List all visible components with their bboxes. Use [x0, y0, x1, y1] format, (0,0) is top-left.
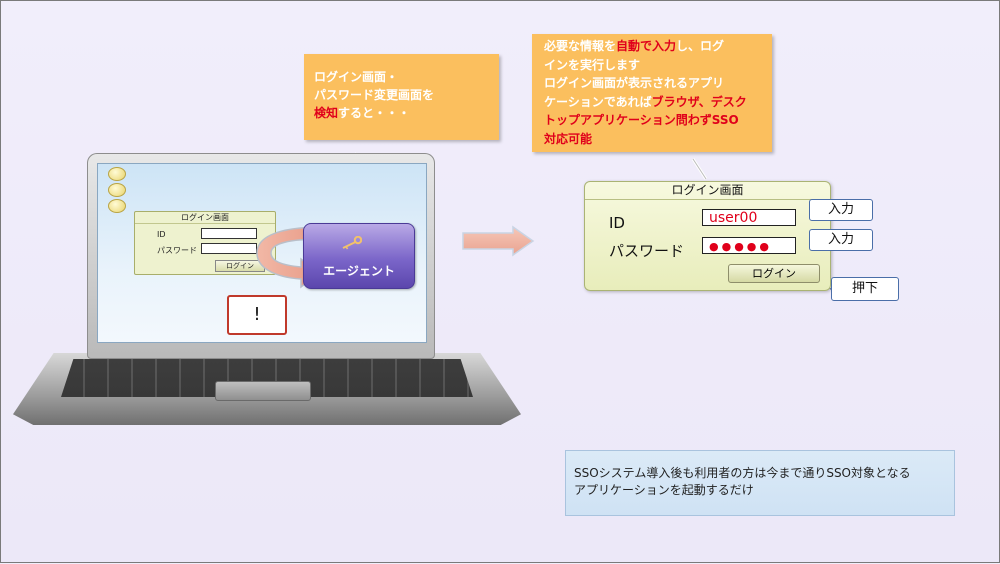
mini-id-label: ID	[157, 230, 166, 239]
laptop-touchpad	[215, 381, 311, 401]
callout-detect-line1: ログイン画面・	[314, 70, 399, 84]
right-arrow-icon	[462, 225, 535, 257]
callout-autofill: 必要な情報を自動で入力し、ログ インを実行します ログイン画面が表示されるアプリ…	[532, 34, 772, 152]
mini-pw-input[interactable]	[201, 243, 257, 254]
connector-autofill-outline	[692, 158, 707, 180]
agent-button[interactable]: エージェント	[303, 223, 415, 289]
tag-input-id: 入力	[809, 199, 873, 221]
id-input[interactable]: user00	[702, 209, 796, 226]
tag-press-login: 押下	[831, 277, 899, 301]
callout-autofill-l4: ケーションであればブラウザ、デスク	[544, 93, 760, 112]
agent-label: エージェント	[323, 264, 395, 278]
window-dot-icon	[108, 167, 126, 181]
key-icon	[342, 236, 362, 250]
callout-detect: ログイン画面・ パスワード変更画面を 検知すると・・・	[304, 54, 499, 140]
callout-autofill-l1-b: し、ログ	[676, 39, 725, 53]
login-window-title: ログイン画面	[585, 182, 830, 200]
note-line1: SSOシステム導入後も利用者の方は今まで通りSSO対象となる	[574, 466, 911, 480]
password-input[interactable]: ●●●●●	[702, 237, 796, 254]
mini-login-window: ログイン画面 ID パスワード ログイン	[134, 211, 276, 275]
mini-id-input[interactable]	[201, 228, 257, 239]
callout-detect-line2: パスワード変更画面を	[314, 88, 435, 102]
callout-autofill-l3: ログイン画面が表示されるアプリ	[544, 76, 725, 90]
id-label: ID	[609, 214, 625, 232]
callout-autofill-l4-em: ブラウザ、デスク	[651, 94, 747, 109]
callout-autofill-l2: インを実行します	[544, 57, 641, 72]
password-label: パスワード	[609, 242, 685, 260]
callout-autofill-l1: 必要な情報を自動で入力し、ログ	[544, 37, 760, 56]
callout-autofill-l1-em: 自動で入力	[616, 39, 677, 53]
login-button[interactable]: ログイン	[728, 264, 820, 283]
callout-detect-line3: 検知すると・・・	[314, 104, 489, 122]
callout-autofill-l4-a: ケーションであれば	[544, 94, 652, 109]
login-window: ログイン画面 ID user00 パスワード ●●●●● ログイン	[584, 181, 831, 291]
callout-detect-emphasis: 検知	[314, 106, 339, 120]
note-line2: アプリケーションを起動するだけ	[574, 483, 754, 497]
mini-login-title: ログイン画面	[135, 212, 275, 224]
callout-detect-rest: すると・・・	[338, 106, 411, 120]
alert-bubble: !	[227, 295, 287, 335]
callout-autofill-l6: 対応可能	[544, 131, 593, 146]
tag-input-password: 入力	[809, 229, 873, 251]
window-dot-icon	[108, 183, 126, 197]
callout-autofill-l5: トップアプリケーション問わずSSO	[544, 113, 739, 127]
note-box: SSOシステム導入後も利用者の方は今まで通りSSO対象となる アプリケーションを…	[565, 450, 955, 516]
callout-autofill-l1-a: 必要な情報を	[544, 39, 617, 53]
mini-pw-label: パスワード	[157, 246, 197, 255]
window-dot-icon	[108, 199, 126, 213]
